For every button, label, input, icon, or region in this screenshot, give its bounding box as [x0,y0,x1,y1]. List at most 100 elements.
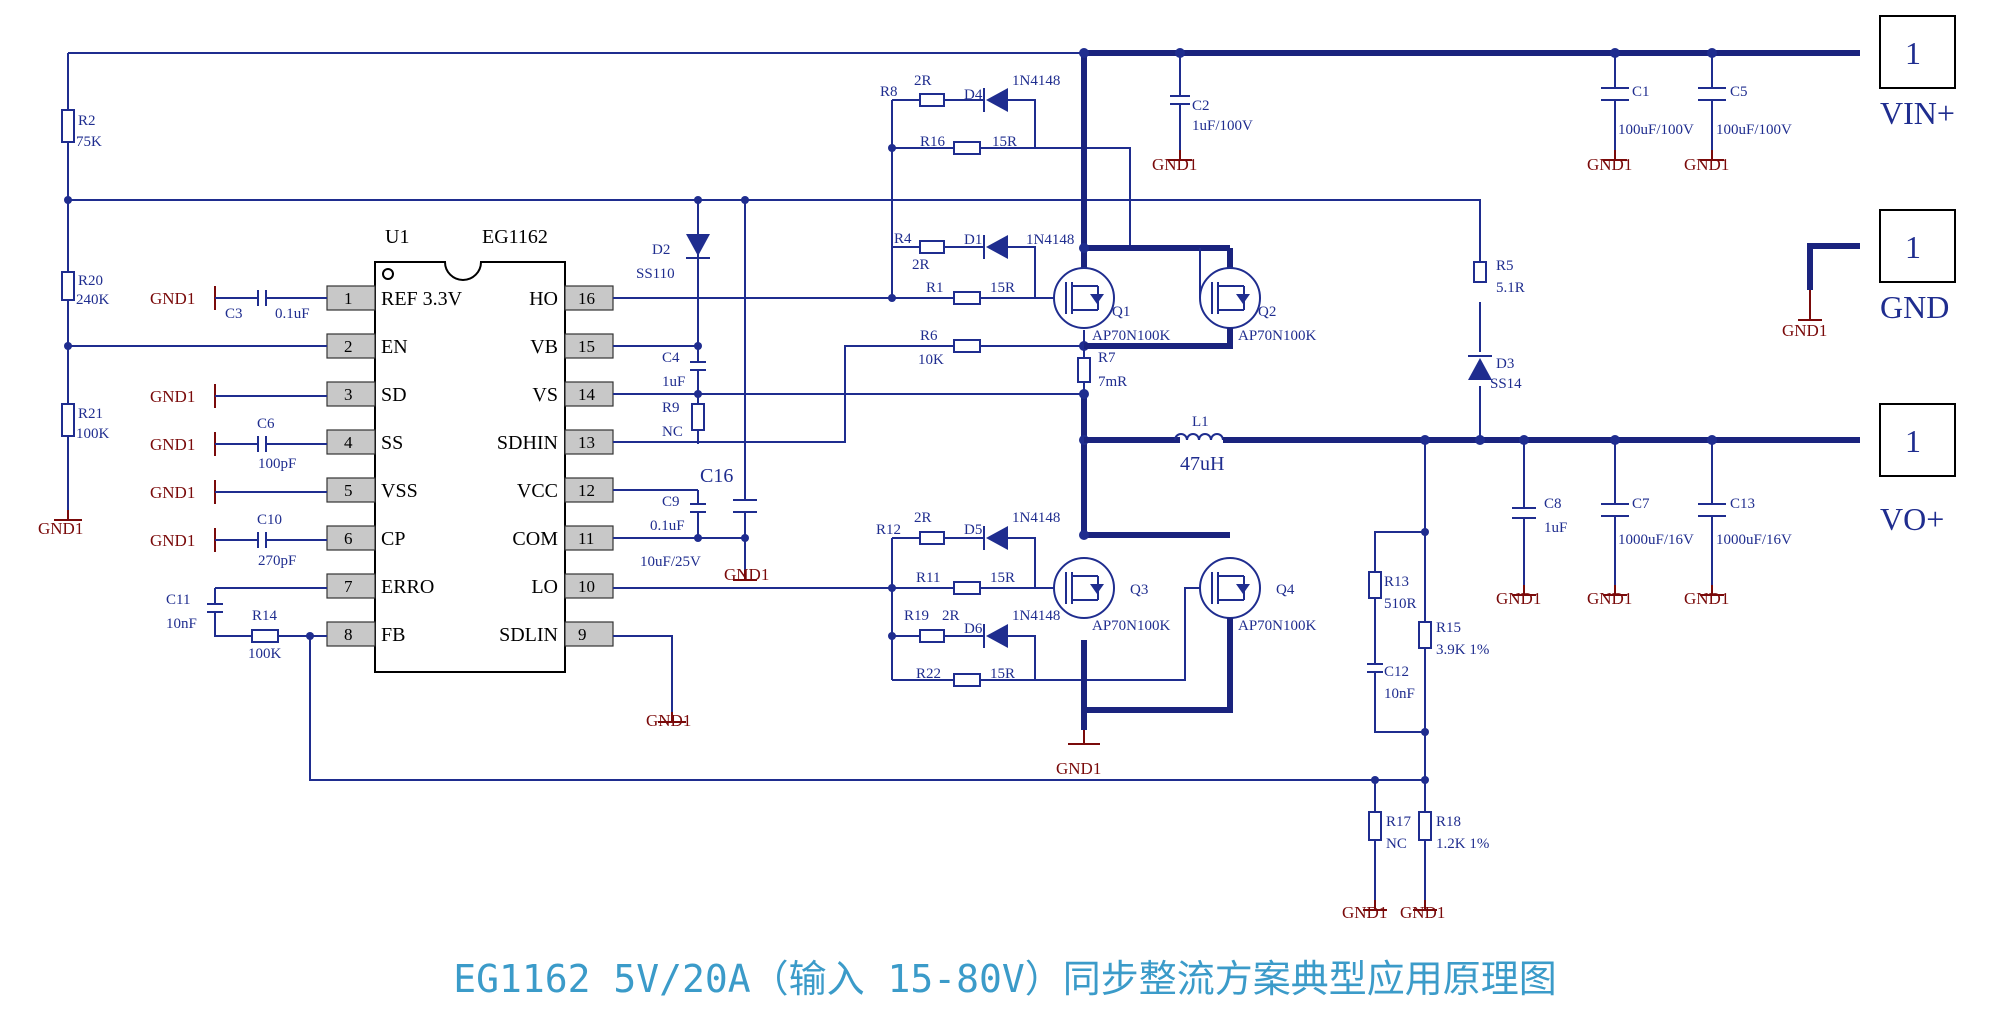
svg-text:GND1: GND1 [150,531,195,550]
svg-text:10nF: 10nF [166,616,197,632]
svg-text:75K: 75K [76,134,102,150]
svg-text:100uF/100V: 100uF/100V [1716,122,1792,138]
svg-text:R19: R19 [904,608,929,624]
svg-text:1: 1 [1905,229,1921,265]
svg-text:1.2K 1%: 1.2K 1% [1436,836,1489,852]
svg-text:GND1: GND1 [150,289,195,308]
connector-vin: 1 VIN+ [1879,15,1956,131]
ic-pin-name: SS [381,432,403,454]
ic-pin-name: REF 3.3V [381,288,463,310]
svg-text:1N4148: 1N4148 [1012,73,1060,89]
ic-pin-number: 12 [578,481,595,500]
svg-text:AP70N100K: AP70N100K [1238,328,1317,344]
svg-text:L1: L1 [1192,414,1209,430]
svg-text:7mR: 7mR [1098,374,1127,390]
r20-resistor [61,271,75,301]
ic-pin-name: VS [532,384,558,406]
ic-pin-name: FB [381,624,405,646]
svg-text:R8: R8 [880,84,898,100]
svg-text:NC: NC [1386,836,1407,852]
mosfet-q4 [1199,557,1261,619]
svg-text:GND1: GND1 [38,519,83,538]
svg-text:C9: C9 [662,494,680,510]
svg-text:R16: R16 [920,134,946,150]
ic-pin-name: ERRO [381,576,434,598]
svg-text:1N4148: 1N4148 [1012,608,1060,624]
svg-text:C8: C8 [1544,496,1562,512]
ic-pin-number: 9 [578,625,587,644]
svg-text:R11: R11 [916,570,940,586]
svg-text:C5: C5 [1730,84,1748,100]
ic-pin-name: HO [529,288,558,310]
ic-ref: U1 [385,226,409,248]
svg-text:10nF: 10nF [1384,686,1415,702]
ic-pin-name: LO [531,576,558,598]
ic-pin-number: 8 [344,625,353,644]
ic-pin-name: VSS [381,480,418,502]
connector-vo: 1 VO+ [1879,403,1956,537]
svg-text:GND1: GND1 [150,483,195,502]
connector-gnd: 1 GND GND1 [1782,209,1956,340]
svg-text:510R: 510R [1384,596,1417,612]
svg-text:1: 1 [1905,423,1921,459]
svg-text:GND1: GND1 [1587,589,1632,608]
svg-text:R18: R18 [1436,814,1461,830]
ic-pin-name: EN [381,336,408,358]
svg-text:GND1: GND1 [1056,759,1101,778]
svg-text:10K: 10K [918,352,944,368]
ic-pin-name: SDHIN [497,432,558,454]
svg-text:Q4: Q4 [1276,582,1295,598]
svg-text:1000uF/16V: 1000uF/16V [1618,532,1694,548]
svg-text:SS110: SS110 [636,266,675,282]
ic-pin-number: 1 [344,289,353,308]
svg-text:VO+: VO+ [1880,501,1944,537]
svg-text:R9: R9 [662,400,680,416]
svg-text:15R: 15R [990,666,1015,682]
svg-text:1uF: 1uF [1544,520,1567,536]
svg-text:GND1: GND1 [1400,903,1445,922]
ic-pin-name: SD [381,384,407,406]
mosfet-q1 [1053,267,1115,329]
svg-text:C1: C1 [1632,84,1650,100]
ic-pin-number: 13 [578,433,595,452]
svg-text:GND1: GND1 [150,387,195,406]
ic-pin-number: 16 [578,289,595,308]
svg-text:240K: 240K [76,292,110,308]
svg-text:AP70N100K: AP70N100K [1238,618,1317,634]
svg-text:R21: R21 [78,406,103,422]
svg-text:C6: C6 [257,416,275,432]
svg-text:GND1: GND1 [646,711,691,730]
svg-text:C12: C12 [1384,664,1409,680]
svg-text:2R: 2R [914,510,932,526]
ic-pin-number: 6 [344,529,353,548]
ic-pin-name: COM [512,528,558,550]
svg-text:C7: C7 [1632,496,1650,512]
svg-text:R1: R1 [926,280,944,296]
svg-text:D5: D5 [964,522,982,538]
ic-pin-number: 4 [344,433,353,452]
ic-part: EG1162 [482,226,548,248]
svg-text:1N4148: 1N4148 [1012,510,1060,526]
svg-text:R20: R20 [78,273,103,289]
r21-resistor [61,403,75,437]
svg-text:Q3: Q3 [1130,582,1148,598]
svg-text:VIN+: VIN+ [1880,95,1955,131]
ic-pin-number: 2 [344,337,353,356]
svg-text:1uF/100V: 1uF/100V [1192,118,1253,134]
svg-text:1N4148: 1N4148 [1026,232,1074,248]
svg-text:0.1uF: 0.1uF [275,306,310,322]
ic-pin-number: 10 [578,577,595,596]
svg-text:2R: 2R [914,73,932,89]
svg-text:1000uF/16V: 1000uF/16V [1716,532,1792,548]
r14-resistor [251,629,279,643]
svg-text:Q2: Q2 [1258,304,1276,320]
ic-pin-name: VCC [517,480,558,502]
diagram-caption: EG1162 5V/20A（输入 15-80V）同步整流方案典型应用原理图 [453,957,1557,1001]
svg-text:C16: C16 [700,465,733,487]
svg-text:AP70N100K: AP70N100K [1092,328,1171,344]
r9-resistor [691,403,705,431]
svg-text:100K: 100K [76,426,110,442]
